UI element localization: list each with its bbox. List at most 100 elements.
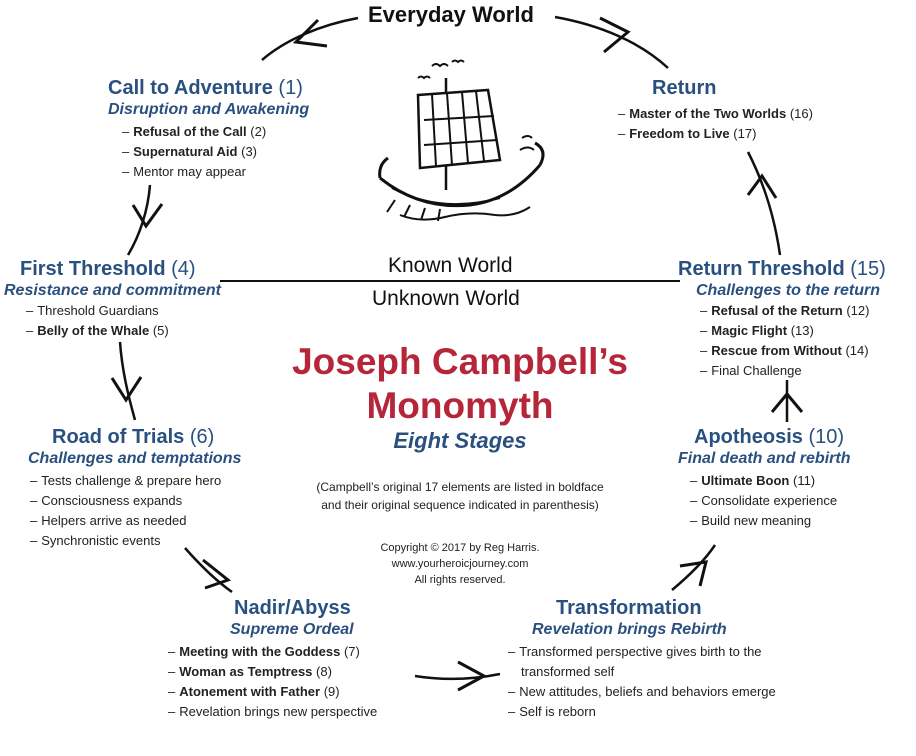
stage-title: Call to Adventure (1) [108, 76, 309, 100]
item-number: (16) [789, 106, 813, 121]
item-number: (9) [323, 684, 340, 699]
list-item: –Rescue from Without (14) [700, 343, 869, 358]
list-item: –Helpers arrive as needed [30, 513, 187, 528]
list-item: –Mentor may appear [122, 164, 246, 179]
list-item: –Supernatural Aid (3) [122, 144, 258, 159]
item-label: Mentor may appear [133, 164, 246, 179]
stage-items: –Transformed perspective gives birth to … [508, 642, 776, 722]
item-label: transformed self [521, 664, 615, 679]
item-label: Revelation brings new perspective [179, 704, 378, 719]
item-label: Transformed perspective gives birth to t… [519, 644, 762, 659]
main-title-line2: Monomyth [366, 385, 554, 426]
copyright-block: Copyright © 2017 by Reg Harris. www.your… [310, 540, 610, 588]
stage-title: First Threshold (4) [20, 257, 221, 281]
note-line2: and their original sequence indicated in… [321, 498, 599, 512]
stage-subtitle: Disruption and Awakening [108, 101, 310, 118]
main-title-line1: Joseph Campbell’s [292, 341, 628, 382]
center-title-block: Joseph Campbell’s Monomyth Eight Stages [240, 340, 680, 454]
arrowhead-nadir-to-transformation [457, 660, 488, 692]
stage-number: (10) [808, 426, 845, 448]
list-item: –Self is reborn [508, 704, 596, 719]
stage-transformation: Transformation Revelation brings Rebirth… [508, 596, 776, 722]
item-number: (3) [241, 144, 258, 159]
arrow-everyday-to-call [261, 16, 359, 61]
stage-title: Road of Trials (6) [52, 425, 241, 449]
stage-items: –Master of the Two Worlds (16) –Freedom … [618, 104, 813, 144]
item-number: (2) [250, 124, 267, 139]
stage-return: Return –Master of the Two Worlds (16) –F… [618, 76, 813, 144]
stage-title-text: Road of Trials [52, 426, 185, 448]
item-label: Magic Flight [711, 323, 788, 338]
list-item: –Woman as Temptress (8) [168, 664, 332, 679]
stage-number: (15) [850, 258, 886, 280]
list-item: –Build new meaning [690, 513, 812, 528]
stage-subtitle: Final death and rebirth [678, 450, 851, 467]
arrowhead-apotheosis-to-return-threshold [770, 391, 804, 413]
item-label: Supernatural Aid [133, 144, 238, 159]
stage-title-text: Apotheosis [694, 426, 803, 448]
stage-title: Transformation [556, 597, 702, 619]
list-item: –Threshold Guardians [26, 303, 159, 318]
copyright-line2: www.yourheroicjourney.com [391, 558, 529, 570]
list-item: –Freedom to Live (17) [618, 126, 757, 141]
stage-items: –Tests challenge & prepare hero –Conscio… [30, 471, 241, 551]
arrow-threshold-to-road [118, 341, 137, 421]
viking-ship-illustration [378, 59, 545, 222]
item-label: Helpers arrive as needed [41, 513, 187, 528]
list-item: –New attitudes, beliefs and behaviors em… [508, 684, 776, 699]
arrowhead-road-to-nadir [202, 558, 232, 590]
item-label: Rescue from Without [711, 343, 842, 358]
arrow-transformation-to-apotheosis [671, 544, 717, 591]
stage-items: –Threshold Guardians –Belly of the Whale… [26, 301, 221, 341]
list-item: –Final Challenge [700, 363, 802, 378]
stage-title: Return [652, 77, 717, 99]
item-number: (14) [845, 343, 869, 358]
item-label: Threshold Guardians [37, 303, 159, 318]
list-item: –Synchronistic events [30, 533, 161, 548]
arrowhead-everyday-to-call [292, 18, 328, 48]
list-item: –Magic Flight (13) [700, 323, 814, 338]
list-item: –Revelation brings new perspective [168, 704, 378, 719]
list-item: –Belly of the Whale (5) [26, 323, 169, 338]
copyright-line3: All rights reserved. [414, 574, 506, 586]
item-label: Belly of the Whale [37, 323, 150, 338]
item-label: Ultimate Boon [701, 473, 790, 488]
stage-subtitle: Resistance and commitment [4, 282, 221, 299]
stage-title: Nadir/Abyss [234, 597, 351, 619]
item-label: Self is reborn [519, 704, 596, 719]
stage-subtitle: Revelation brings Rebirth [532, 621, 727, 638]
stage-title: Apotheosis (10) [694, 425, 850, 449]
item-label: Tests challenge & prepare hero [41, 473, 222, 488]
arrow-road-to-nadir [184, 547, 233, 594]
list-item: –Consciousness expands [30, 493, 183, 508]
stage-call-to-adventure: Call to Adventure (1) Disruption and Awa… [108, 76, 309, 182]
note-line1: (Campbell’s original 17 elements are lis… [316, 480, 604, 494]
item-number: (5) [152, 323, 169, 338]
list-item: –Refusal of the Call (2) [122, 124, 267, 139]
arrow-call-to-threshold [126, 184, 152, 256]
list-item: –Meeting with the Goddess (7) [168, 644, 360, 659]
item-label: Meeting with the Goddess [179, 644, 341, 659]
arrowhead-return-threshold-to-return [746, 173, 778, 199]
item-label: Freedom to Live [629, 126, 730, 141]
item-label: Refusal of the Return [711, 303, 843, 318]
list-item: –Refusal of the Return (12) [700, 303, 870, 318]
stage-number: (4) [171, 258, 196, 280]
everyday-world-label: Everyday World [368, 2, 534, 27]
list-item: –Atonement with Father (9) [168, 684, 340, 699]
item-number: (7) [343, 644, 360, 659]
stage-nadir-abyss: Nadir/Abyss Supreme Ordeal –Meeting with… [168, 596, 377, 722]
arrowhead-call-to-threshold [131, 203, 164, 229]
list-item: –Master of the Two Worlds (16) [618, 106, 813, 121]
stage-title-text: Return Threshold [678, 258, 845, 280]
item-label: Refusal of the Call [133, 124, 247, 139]
item-label: Woman as Temptress [179, 664, 313, 679]
list-item: –Transformed perspective gives birth to … [508, 644, 762, 659]
list-item: transformed self [508, 662, 776, 682]
arrowhead-return-to-everyday [599, 16, 631, 54]
item-label: Master of the Two Worlds [629, 106, 787, 121]
stage-subtitle: Challenges to the return [696, 282, 881, 299]
boldface-note: (Campbell’s original 17 elements are lis… [260, 478, 660, 514]
stage-title-text: First Threshold [20, 258, 166, 280]
